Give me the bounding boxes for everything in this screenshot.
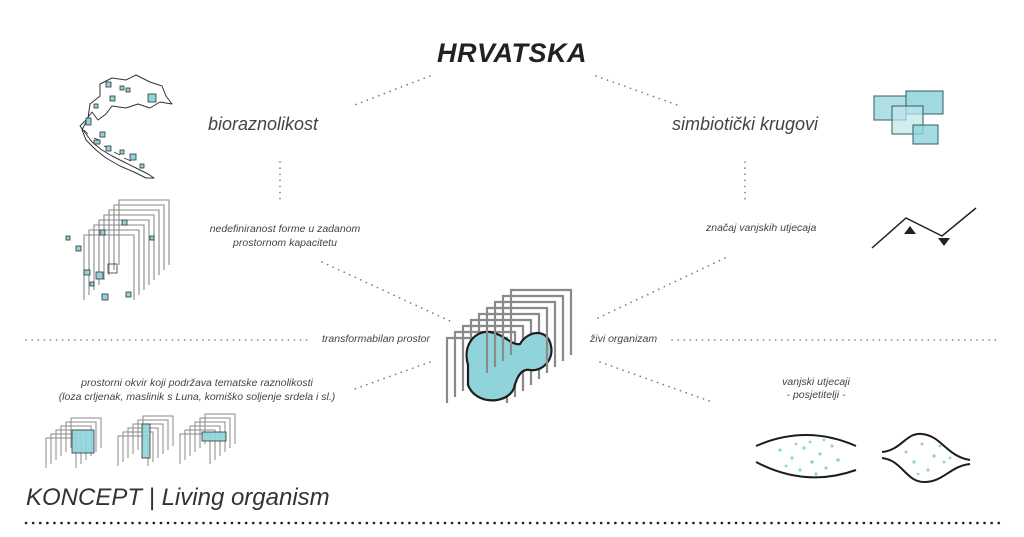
spatial-frame-note-line-1: prostorni okvir koji podržava tematske r… xyxy=(81,377,313,389)
visitors-note-line-1: vanjski utjecaji xyxy=(782,376,850,388)
connector-title-right xyxy=(595,75,681,107)
living-organism-label: živi organizam xyxy=(590,333,658,345)
symbiotic-squares-icon xyxy=(873,90,944,145)
visitors-note-line-2: - posjetitelji - xyxy=(786,389,846,401)
stacked-frames-left xyxy=(83,199,170,300)
frame-group-3 xyxy=(179,413,236,464)
connector-title-left xyxy=(351,75,431,107)
transformable-space-label: transformabilan prostor xyxy=(322,333,430,345)
undefined-form-note-line-2: prostornom kapacitetu xyxy=(233,237,337,249)
biodiversity-label: bioraznolikost xyxy=(208,114,319,134)
spatial-frame-note-line-2: (loza crljenak, maslinik s Luna, komiško… xyxy=(58,391,336,403)
undefined-form-note-line-1: nedefiniranost forme u zadanom xyxy=(209,223,361,235)
visitors-lens-left xyxy=(755,434,857,479)
connector-center-bottom-right xyxy=(599,361,713,403)
spatial-frame-note: prostorni okvir koji podržava tematske r… xyxy=(44,376,350,404)
zigzag-impact-icon xyxy=(871,207,977,249)
symbiotic-circles-label: simbiotički krugovi xyxy=(672,114,819,134)
visitors-lens-right xyxy=(881,432,971,484)
croatia-map-icon xyxy=(79,74,173,179)
central-frames-front xyxy=(485,288,573,373)
connector-left-center xyxy=(321,261,453,323)
frames-left-accent-squares xyxy=(65,219,155,301)
dotted-connectors xyxy=(25,75,1001,403)
page-title: HRVATSKA xyxy=(437,38,587,68)
connector-center-bottom-left xyxy=(351,361,431,391)
connector-right-center xyxy=(597,257,726,319)
frame-group-2 xyxy=(117,415,174,466)
frame-group-1 xyxy=(45,417,102,468)
external-influence-note: značaj vanjskih utjecaja xyxy=(706,222,817,234)
visitors-note: vanjski utjecaji - posjetitelji - xyxy=(756,376,876,402)
concept-footer-title: KONCEPT | Living organism xyxy=(26,484,330,511)
undefined-form-note: nedefiniranost forme u zadanom prostorno… xyxy=(190,222,380,250)
living-organism-blob xyxy=(465,330,553,402)
